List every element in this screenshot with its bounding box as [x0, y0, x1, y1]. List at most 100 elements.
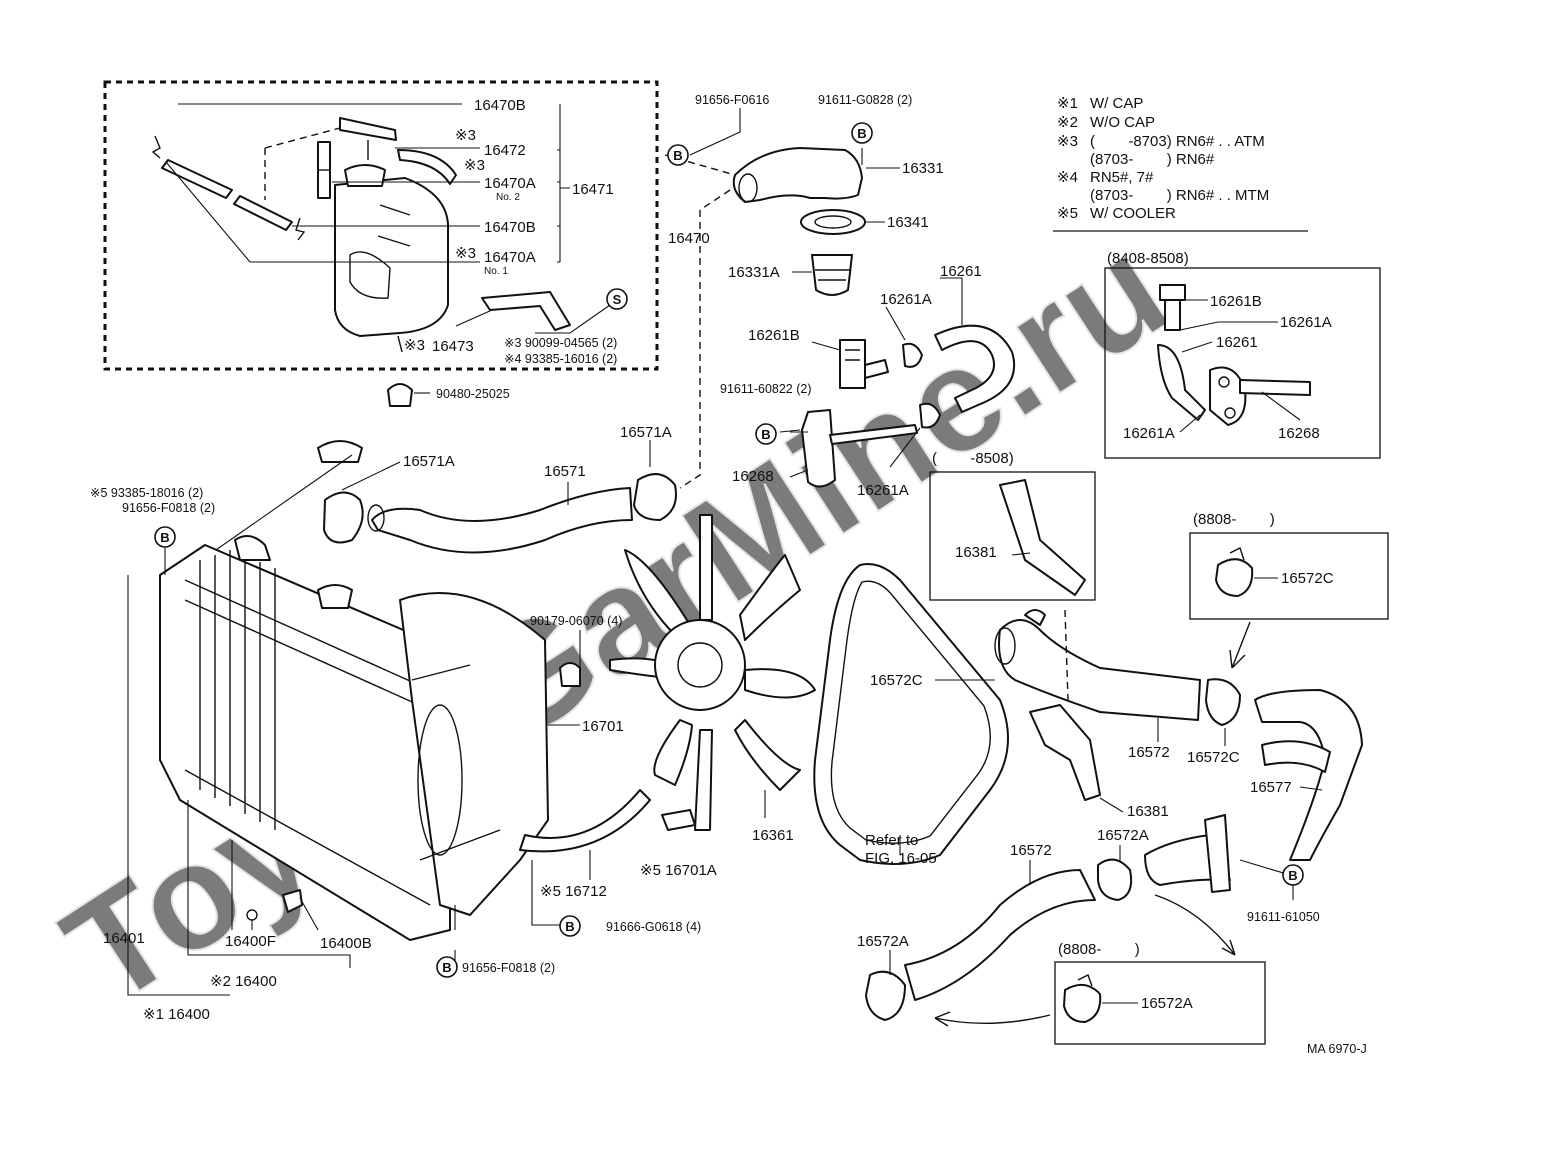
diagram-code: MA 6970-J [1307, 1042, 1367, 1056]
inset-clamp-16572C [1189, 532, 1389, 669]
mark-3-c: ※3 [455, 245, 476, 262]
label-16701: 16701 [582, 718, 624, 735]
drain-plug-90480 [387, 383, 430, 407]
label-16572-low: 16572 [1010, 842, 1052, 859]
svg-text:B: B [1288, 868, 1297, 883]
inset-bypass-8408-8508 [1104, 267, 1381, 459]
inset-clamp-16572A [1054, 961, 1266, 1045]
label-16470B-top: 16470B [474, 97, 526, 114]
note-mark-2: ※2 [1057, 114, 1078, 131]
inset-label-16261A-2: 16261A [1123, 425, 1175, 442]
label-no1: No. 1 [484, 266, 508, 277]
label-16470A-no1: 16470A [484, 249, 536, 266]
inset-label-16261: 16261 [1216, 334, 1258, 351]
svg-text:B: B [442, 960, 451, 975]
inset-c-range: (8808- ) [1193, 511, 1275, 528]
bypass-hose-group [789, 277, 1016, 488]
note-text-4b: (8703- ) RN6# . . MTM [1090, 187, 1269, 204]
mark-3-a: ※3 [455, 127, 476, 144]
label-90480-25025: 90480-25025 [436, 387, 510, 401]
v-belt [813, 563, 1009, 865]
label-16571A-2: 16571A [403, 453, 455, 470]
label-16331A: 16331A [728, 264, 780, 281]
label-no2: No. 2 [496, 192, 520, 203]
note-text-3: ( -8703) RN6# . . ATM [1090, 133, 1265, 150]
label-16261: 16261 [940, 263, 982, 280]
label-90099-04565: ※3 90099-04565 (2) [504, 336, 617, 350]
label-93385-16016: ※4 93385-16016 (2) [504, 352, 617, 366]
note-mark-4: ※4 [1057, 169, 1078, 186]
label-16473: 16473 [432, 338, 474, 355]
note-mark-1: ※1 [1057, 95, 1078, 112]
label-91656-F0818-a: 91656-F0818 (2) [122, 501, 215, 515]
note-text-2: W/O CAP [1090, 114, 1155, 131]
circled-symbols: B B S B B B B B [154, 122, 1304, 978]
label-16381-a: 16381 [955, 544, 997, 561]
label-16572: 16572 [1128, 744, 1170, 761]
label-90179-06070: 90179-06070 (4) [530, 614, 622, 628]
label-16572C-2: 16572C [1187, 749, 1240, 766]
radiator [127, 535, 580, 996]
note-text-4: RN5#, 7# [1090, 169, 1154, 186]
ref-line-2: FIG. 16-05 [865, 850, 937, 867]
svg-text:B: B [160, 530, 169, 545]
symbol-b-bypass: B [755, 423, 777, 445]
label-16572A-1: 16572A [1097, 827, 1149, 844]
inset-label-16261B: 16261B [1210, 293, 1262, 310]
inset-b-range: ( -8508) [932, 450, 1014, 467]
water-outlet-thermostat [664, 108, 900, 489]
svg-text:B: B [565, 919, 574, 934]
symbol-b-bottom: B [436, 956, 458, 978]
label-16400-2: ※2 16400 [210, 973, 277, 990]
label-16577: 16577 [1250, 779, 1292, 796]
label-16712: ※5 16712 [540, 883, 607, 900]
label-16470A-no2: 16470A [484, 175, 536, 192]
label-16331: 16331 [902, 160, 944, 177]
lower-hose-bottom-section [865, 814, 1291, 1027]
inset-a-range: (8408-8508) [1107, 250, 1189, 267]
fan-shroud-lower [519, 789, 696, 926]
hose-16577 [1254, 689, 1363, 861]
symbol-b-outlet-bolt: B [851, 122, 873, 144]
label-91611-61050: 91611-61050 [1247, 910, 1320, 924]
label-16470B-mid: 16470B [484, 219, 536, 236]
label-91656-F0818-b: 91656-F0818 (2) [462, 961, 555, 975]
label-16261B: 16261B [748, 327, 800, 344]
note-mark-5: ※5 [1057, 205, 1078, 222]
label-16701A: ※5 16701A [640, 862, 717, 879]
label-16400B: 16400B [320, 935, 372, 952]
reservoir-assembly [103, 80, 659, 371]
note-text-3b: (8703- ) RN6# [1090, 151, 1215, 168]
label-16381-b: 16381 [1127, 803, 1169, 820]
cooling-fan [559, 514, 816, 831]
label-91656-F0616: 91656-F0616 [695, 93, 769, 107]
label-91611-60822: 91611-60822 (2) [720, 382, 812, 396]
label-16341: 16341 [887, 214, 929, 231]
svg-text:B: B [857, 126, 866, 141]
inset-label-16268: 16268 [1278, 425, 1320, 442]
label-16571: 16571 [544, 463, 586, 480]
label-16472: 16472 [484, 142, 526, 159]
label-16571A-1: 16571A [620, 424, 672, 441]
note-mark-3: ※3 [1057, 133, 1078, 150]
notes-legend: ※1 W/ CAP ※2 W/O CAP ※3 ( -8703) RN6# . … [1053, 95, 1308, 232]
label-16261A-2: 16261A [857, 482, 909, 499]
symbol-b-pipe: B [1282, 864, 1304, 886]
note-text-1: W/ CAP [1090, 95, 1143, 112]
label-16361: 16361 [752, 827, 794, 844]
part-labels: 16470B ※3 16472 ※3 16470A No. 2 16471 16… [90, 93, 1367, 1056]
label-16470: 16470 [668, 230, 710, 247]
lower-hose-upper-section [994, 609, 1241, 813]
ref-line-1: Refer to [865, 832, 918, 849]
symbol-b-shroud: B [559, 915, 581, 937]
inset-bracket-8508 [929, 471, 1096, 601]
svg-text:B: B [761, 427, 770, 442]
label-16400-1: ※1 16400 [143, 1006, 210, 1023]
label-16471: 16471 [572, 181, 614, 198]
label-16572C-belt: 16572C [870, 672, 923, 689]
note-text-5: W/ COOLER [1090, 205, 1176, 222]
svg-text:B: B [673, 148, 682, 163]
upper-radiator-hose [323, 440, 677, 554]
label-93385-18016: ※5 93385-18016 (2) [90, 486, 203, 500]
label-16400F: 16400F [225, 933, 276, 950]
